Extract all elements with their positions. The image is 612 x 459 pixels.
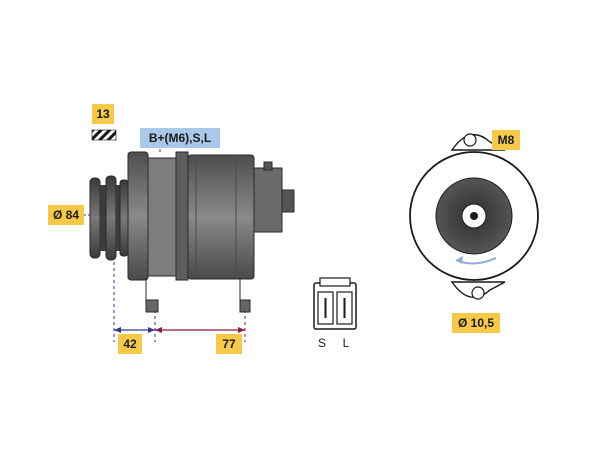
alternator-side-view	[89, 151, 295, 313]
dim-77-line	[155, 327, 245, 333]
stator-front	[147, 157, 177, 277]
plug-s-label: S	[318, 336, 326, 350]
alternator-rear-view	[409, 133, 539, 300]
dim-77-label: 77	[222, 337, 236, 351]
hole-diameter-tag: Ø 10,5	[452, 313, 500, 333]
mount-thread-label: M8	[498, 133, 515, 147]
terminals-tag: B+(M6),S,L	[140, 128, 220, 148]
dim-77-tag: 77	[216, 334, 242, 354]
plug-l-label: L	[343, 336, 350, 350]
rating-tag: 13	[92, 104, 114, 124]
dim-42-tag: 42	[118, 334, 142, 354]
rear-mount-foot	[239, 278, 251, 313]
pulley-diameter-label: Ø 84	[53, 208, 79, 222]
dim-42-label: 42	[123, 337, 137, 351]
terminals-label: B+(M6),S,L	[149, 131, 211, 145]
plug-connector	[313, 277, 357, 330]
front-mount-foot	[145, 278, 159, 313]
front-housing	[127, 151, 149, 281]
pulley	[89, 175, 129, 261]
hatch-icon	[91, 129, 117, 141]
hole-diameter-label: Ø 10,5	[458, 316, 494, 330]
dim-42-line	[114, 327, 155, 333]
pulley-diameter-tag: Ø 84	[48, 205, 84, 225]
mount-hole-bottom	[471, 286, 485, 300]
mount-hole-top	[463, 133, 477, 147]
regulator-block	[253, 167, 283, 233]
rating-label: 13	[96, 107, 110, 121]
rear-housing	[187, 154, 255, 280]
mount-thread-tag: M8	[492, 130, 520, 150]
